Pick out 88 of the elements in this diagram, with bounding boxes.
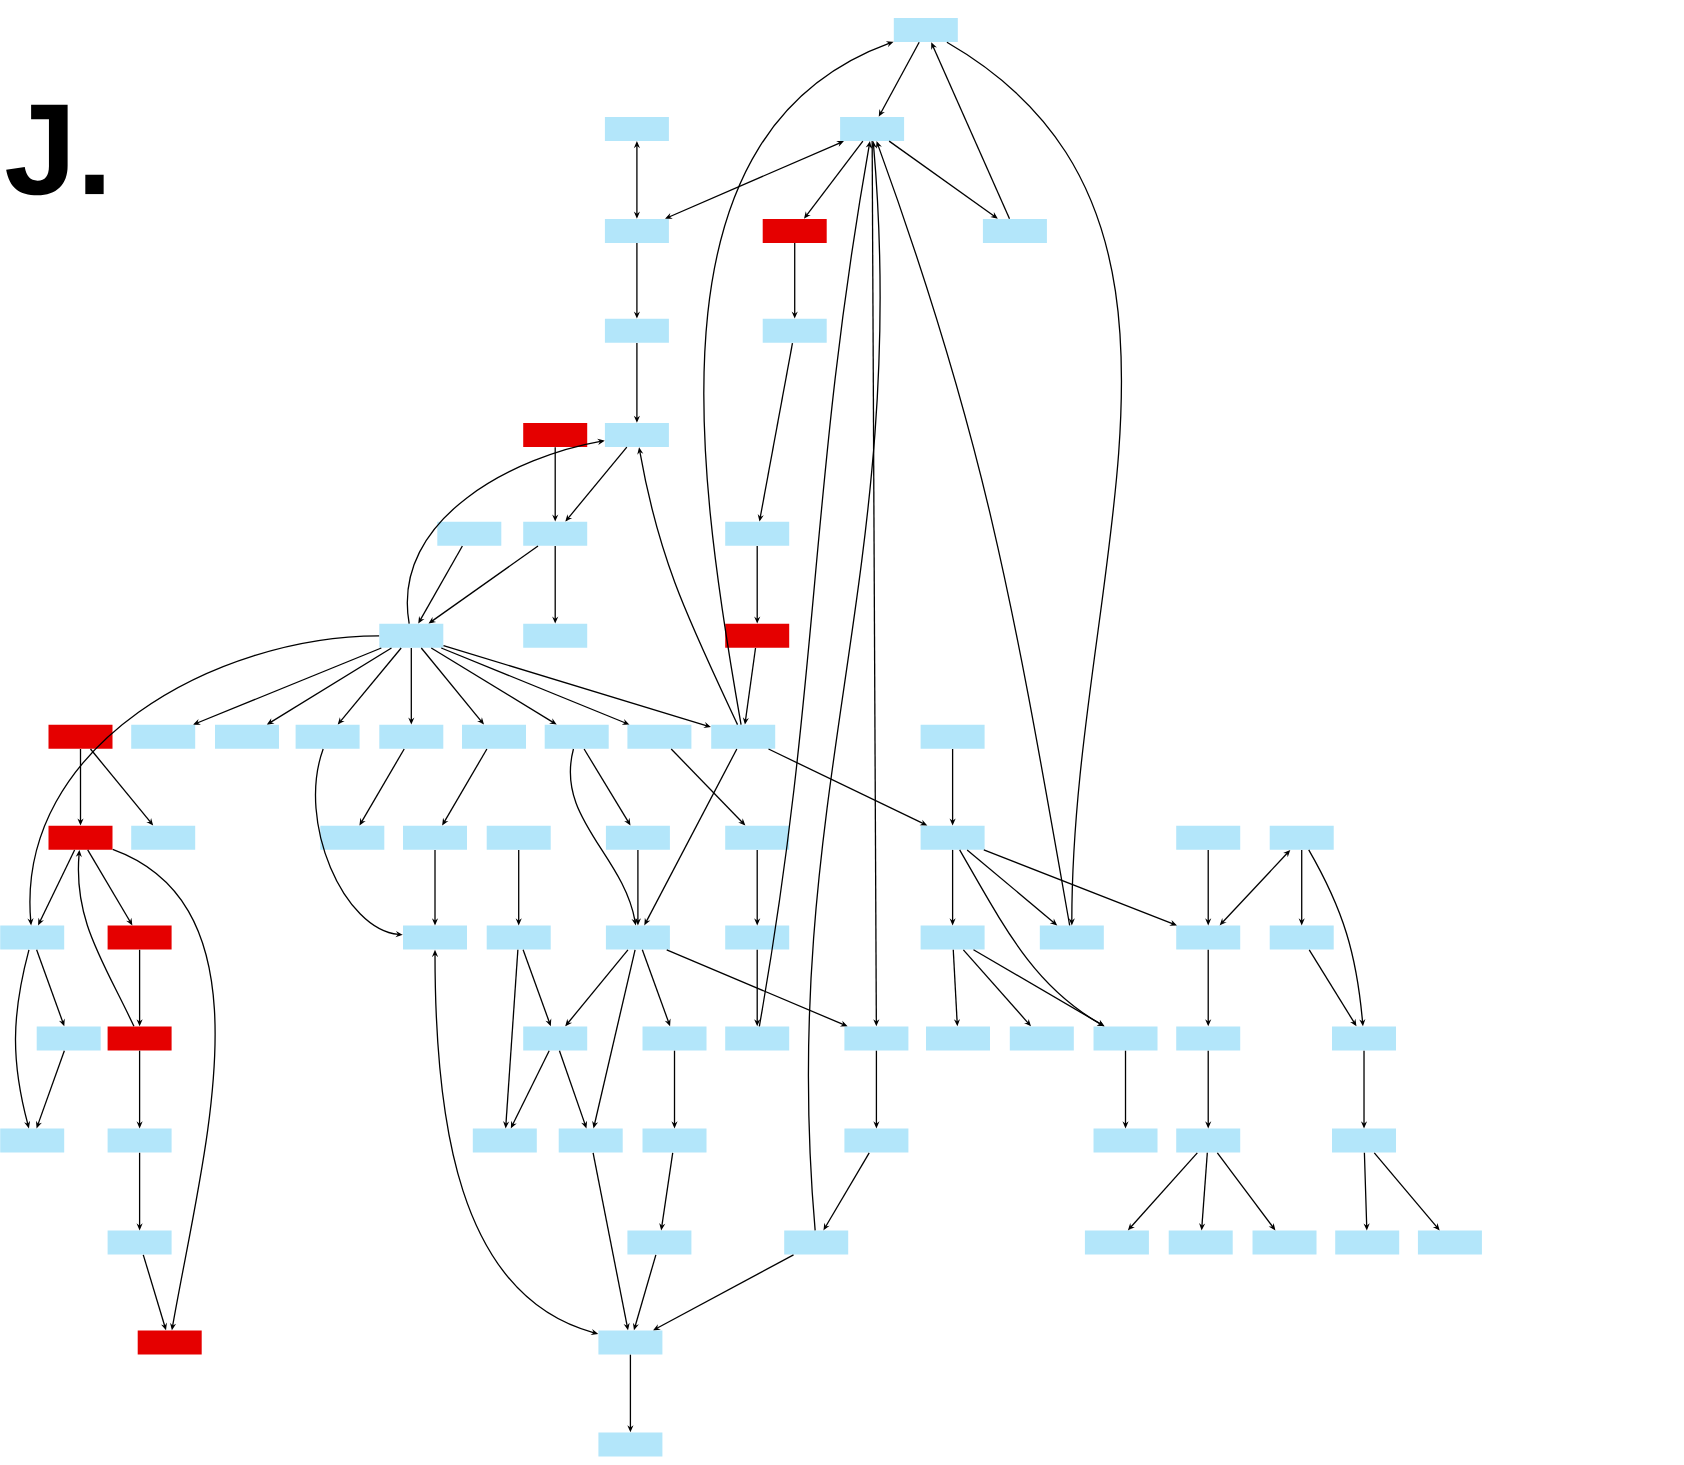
gene-box	[0, 925, 65, 950]
gene-box	[1332, 1128, 1396, 1153]
arrow	[420, 647, 484, 725]
gene-box	[379, 623, 444, 648]
gene-box	[844, 1128, 909, 1153]
arrow	[876, 141, 1071, 927]
gene-box	[0, 1128, 65, 1153]
gene-box	[107, 925, 172, 950]
gene-box	[784, 1230, 849, 1255]
arrow	[665, 141, 844, 219]
gene-box	[1176, 825, 1241, 850]
gene-box	[137, 1330, 202, 1355]
gene-box	[1009, 1026, 1074, 1051]
gene-box	[725, 623, 790, 648]
gene-box	[523, 623, 588, 648]
gene-box	[1093, 1128, 1158, 1153]
gene-box	[107, 1128, 172, 1153]
gene-box	[1093, 1026, 1158, 1051]
gene-box	[920, 925, 985, 950]
arrow	[888, 140, 998, 219]
gene-box	[920, 724, 985, 749]
gene-box	[1332, 1026, 1396, 1051]
gene-box	[627, 724, 692, 749]
gene-box	[1168, 1230, 1233, 1255]
gene-box	[1176, 1026, 1241, 1051]
gene-box	[107, 1230, 172, 1255]
gene-box	[844, 1026, 909, 1051]
gene-box	[1084, 1230, 1149, 1255]
arrow	[442, 644, 711, 728]
gene-box	[544, 724, 609, 749]
gene-box	[379, 724, 444, 749]
gene-box	[605, 825, 670, 850]
gene-box	[215, 724, 279, 749]
gene-box	[558, 1128, 623, 1153]
gene-box	[1176, 925, 1241, 950]
gene-box	[1269, 825, 1334, 850]
gene-box	[1335, 1230, 1400, 1255]
gene-box	[982, 218, 1047, 243]
gene-box	[762, 318, 827, 343]
gene-box	[462, 724, 526, 749]
gene-box	[604, 218, 669, 243]
gene-box	[107, 1026, 172, 1051]
gene-box	[604, 318, 669, 343]
gene-box	[604, 116, 669, 141]
gene-box	[725, 925, 790, 950]
gene-box	[762, 218, 827, 243]
gene-box	[642, 1026, 707, 1051]
gene-box	[131, 825, 196, 850]
arrow	[983, 849, 1177, 926]
gene-box	[131, 724, 196, 749]
gene-box	[320, 825, 385, 850]
arrow	[430, 647, 557, 725]
gene-box	[598, 1432, 663, 1457]
gene-box	[920, 825, 985, 850]
gene-box	[840, 116, 905, 141]
gene-box	[403, 925, 467, 950]
arrow	[653, 1254, 795, 1331]
arrow	[193, 647, 382, 725]
gene-box	[48, 825, 113, 850]
gene-box	[1039, 925, 1104, 950]
gene-box	[711, 724, 776, 749]
gene-box	[605, 925, 670, 950]
gene-box	[486, 825, 551, 850]
gene-box	[926, 1026, 990, 1051]
gene-box	[725, 825, 790, 850]
gene-box	[472, 1128, 537, 1153]
panel-letter: J.	[6, 104, 104, 196]
gene-box	[1417, 1230, 1482, 1255]
arrow	[565, 446, 628, 522]
gene-box	[1252, 1230, 1317, 1255]
gene-box	[437, 521, 502, 546]
gene-box	[725, 1026, 790, 1051]
gene-box	[725, 521, 790, 546]
gene-box	[1176, 1128, 1241, 1153]
gene-box	[523, 423, 588, 447]
gene-box	[523, 1026, 588, 1051]
gene-box	[598, 1330, 663, 1355]
gene-box	[295, 724, 360, 749]
gene-box	[604, 423, 669, 447]
gene-box	[627, 1230, 692, 1255]
gene-box	[36, 1026, 101, 1051]
gene-box	[486, 925, 551, 950]
gene-box	[1269, 925, 1334, 950]
gene-box	[893, 18, 958, 43]
gene-box	[403, 825, 467, 850]
gene-box	[642, 1128, 707, 1153]
gene-box	[523, 521, 588, 546]
gene-box	[48, 724, 113, 749]
